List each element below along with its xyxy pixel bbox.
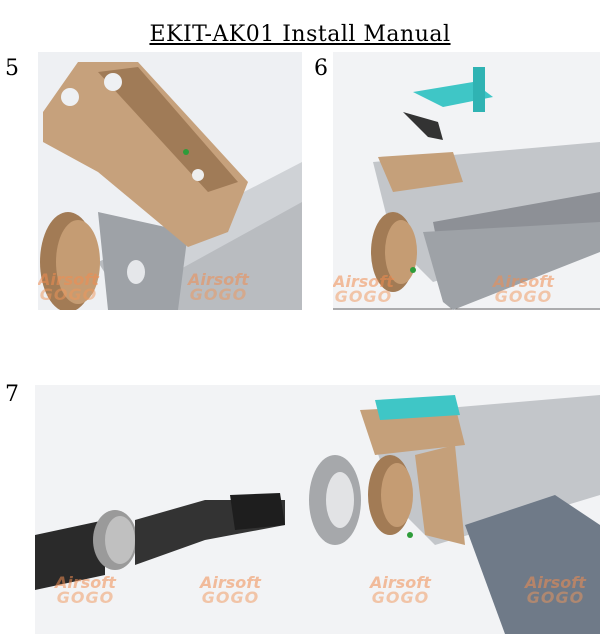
page-title: EKIT-AK01 Install Manual — [149, 22, 451, 47]
step-number-5: 5 — [5, 56, 19, 81]
step-number-6: 6 — [314, 56, 328, 81]
step-number-7: 7 — [5, 382, 19, 407]
